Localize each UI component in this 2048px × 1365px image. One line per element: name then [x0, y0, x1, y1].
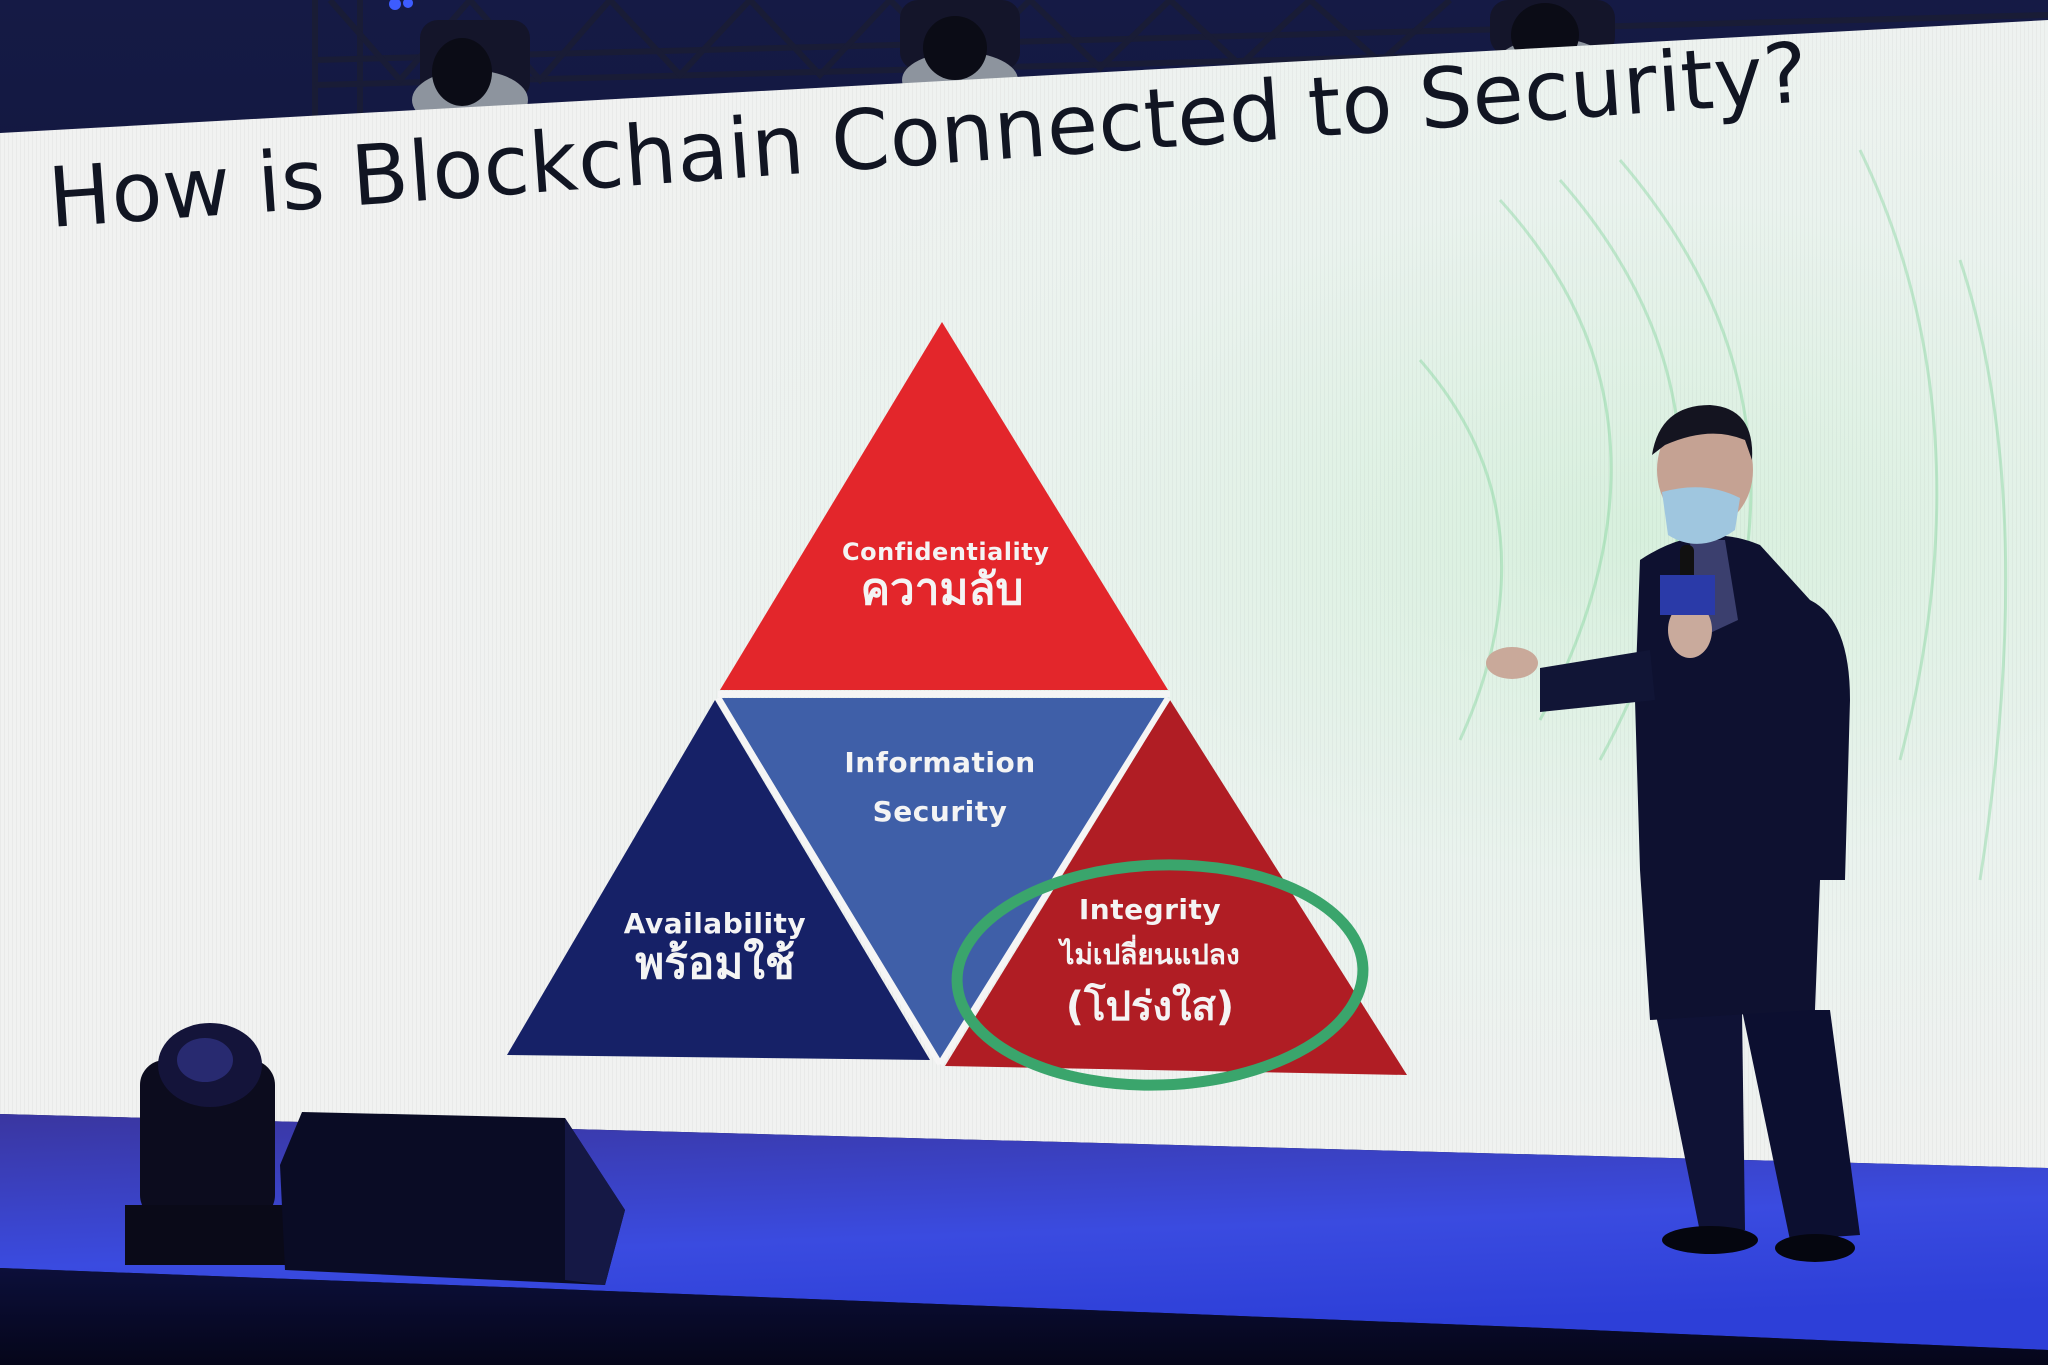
triangle-information-security [722, 698, 1166, 1062]
label-info-line1: Information [844, 746, 1036, 779]
label-integrity-en: Integrity [1078, 893, 1222, 926]
label-confidentiality-th: ความลับ [860, 564, 1024, 615]
label-availability-th: พร้อมใช้ [635, 938, 795, 989]
triangle-integrity [945, 700, 1407, 1075]
integrity-highlight-ellipse [951, 859, 1369, 1091]
label-confidentiality-en: Confidentiality [842, 538, 1050, 566]
label-info-line2: Security [872, 795, 1008, 828]
label-integrity-th: ไม่เปลี่ยนแปลง [1060, 938, 1240, 971]
speaker-figure [1486, 405, 1860, 1262]
label-information-security: Information Security [840, 738, 1040, 836]
label-integrity-th-sub: (โปร่งใส) [1065, 984, 1235, 1030]
floor-moving-head-light [125, 1023, 295, 1265]
stage-monitor-speaker [280, 1112, 625, 1285]
label-availability: Availability พร้อมใช้ [615, 907, 815, 988]
triangle-availability [507, 700, 930, 1060]
label-availability-en: Availability [623, 907, 807, 940]
label-integrity: Integrity ไม่เปลี่ยนแปลง (โปร่งใส) [1030, 888, 1270, 1036]
triangle-confidentiality [720, 322, 1168, 690]
security-triad-diagram [507, 322, 1407, 1091]
stage-skirt [0, 1268, 2048, 1365]
label-confidentiality: Confidentiality ความลับ [842, 538, 1050, 615]
ceiling-light-1 [389, 0, 530, 130]
